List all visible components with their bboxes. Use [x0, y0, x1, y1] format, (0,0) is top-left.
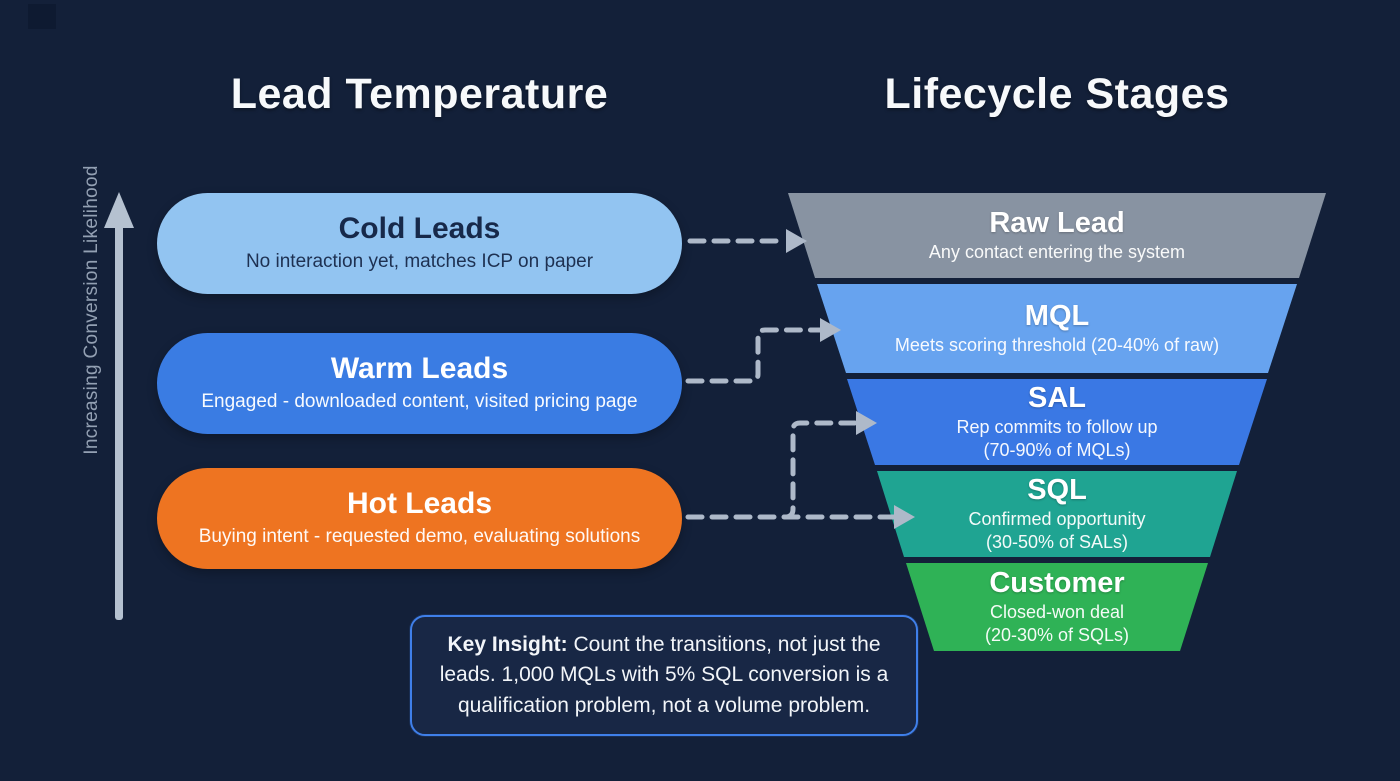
- stage-title: MQL: [1024, 300, 1090, 333]
- section-title-lead-temperature: Lead Temperature: [230, 70, 609, 118]
- funnel-stage-sal: SAL Rep commits to follow up (70-90% of …: [788, 379, 1326, 465]
- funnel-stage-raw-lead: Raw Lead Any contact entering the system: [788, 193, 1326, 278]
- pill-title: Warm Leads: [330, 352, 509, 386]
- pill-subtitle: Buying intent - requested demo, evaluati…: [198, 525, 641, 547]
- pill-title: Cold Leads: [338, 212, 501, 246]
- stage-title: Raw Lead: [989, 207, 1125, 240]
- lifecycle-funnel: Raw Lead Any contact entering the system…: [788, 193, 1326, 651]
- stage-subtitle: Meets scoring threshold (20-40% of raw): [894, 334, 1220, 355]
- pill-warm-leads: Warm Leads Engaged - downloaded content,…: [157, 333, 682, 434]
- stage-subtitle: (70-90% of MQLs): [983, 439, 1131, 460]
- pill-title: Hot Leads: [346, 487, 493, 521]
- stage-subtitle: Rep commits to follow up: [956, 416, 1158, 437]
- stage-subtitle: Closed-won deal: [989, 601, 1125, 622]
- stage-subtitle: Any contact entering the system: [928, 241, 1186, 262]
- stage-title: SAL: [1028, 382, 1086, 415]
- axis-label-conversion-likelihood: Increasing Conversion Likelihood: [81, 165, 102, 455]
- stage-title: Customer: [989, 567, 1125, 600]
- pill-hot-leads: Hot Leads Buying intent - requested demo…: [157, 468, 682, 569]
- key-insight-body: Count the transitions, not just the lead…: [439, 633, 889, 717]
- pill-cold-leads: Cold Leads No interaction yet, matches I…: [157, 193, 682, 294]
- key-insight-box: Key Insight: Count the transitions, not …: [410, 615, 918, 736]
- pill-subtitle: Engaged - downloaded content, visited pr…: [201, 390, 638, 412]
- corner-mark: [28, 4, 56, 29]
- stage-title: SQL: [1027, 474, 1087, 507]
- section-title-lifecycle-stages: Lifecycle Stages: [884, 70, 1230, 118]
- stage-subtitle: Confirmed opportunity: [968, 508, 1146, 529]
- key-insight-label: Key Insight:: [447, 633, 568, 657]
- funnel-stage-sql: SQL Confirmed opportunity (30-50% of SAL…: [788, 471, 1326, 557]
- key-insight-text: Key Insight: Count the transitions, not …: [438, 630, 890, 720]
- pill-subtitle: No interaction yet, matches ICP on paper: [245, 250, 594, 272]
- funnel-stage-mql: MQL Meets scoring threshold (20-40% of r…: [788, 284, 1326, 373]
- stage-subtitle: (20-30% of SQLs): [984, 624, 1130, 645]
- stage-subtitle: (30-50% of SALs): [985, 531, 1129, 552]
